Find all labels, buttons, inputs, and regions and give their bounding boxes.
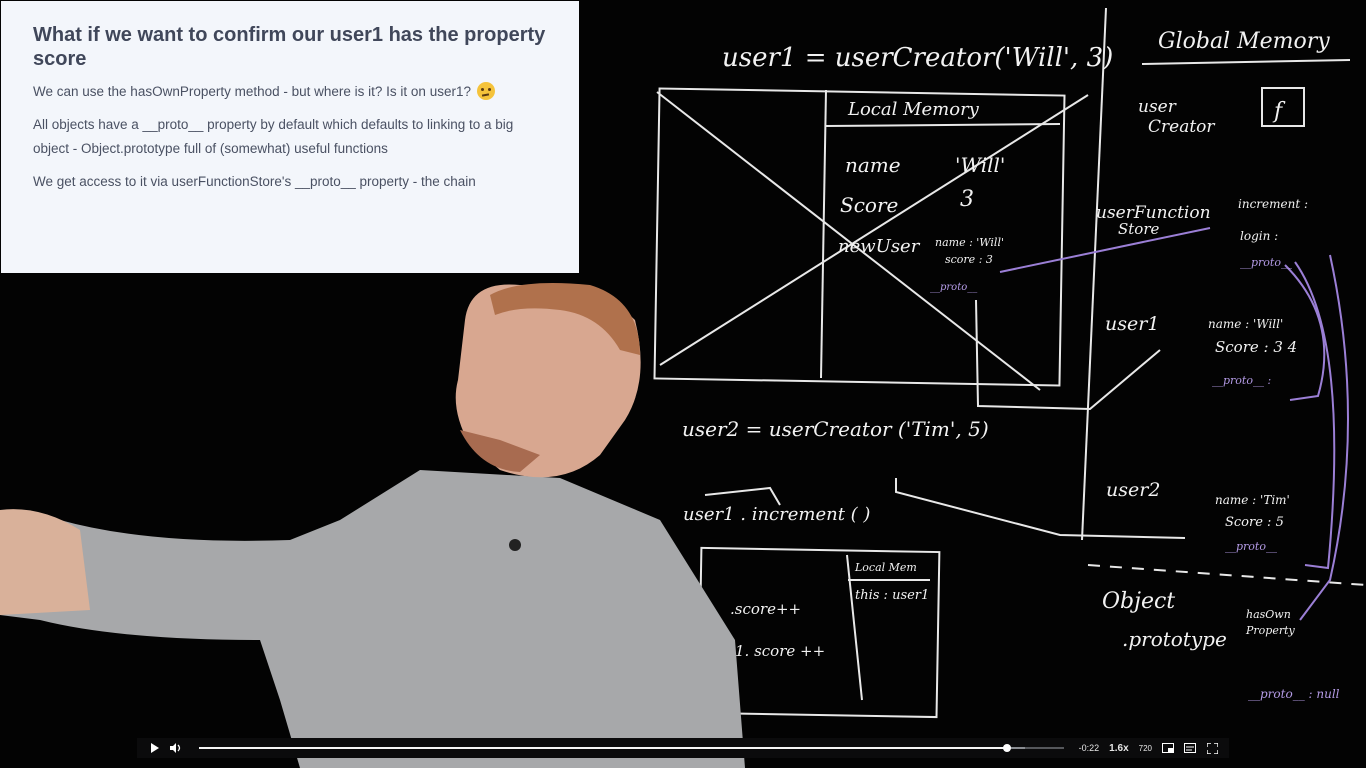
board-newuser-obj-2: score : 3 [945,253,993,266]
board-score-inc-1: .score++ [730,600,801,618]
time-remaining: -0:22 [1078,743,1100,753]
board-user2-name: name : 'Tim' [1215,493,1290,507]
board-user2-label: user2 [1106,479,1160,501]
board-call-line: user1 . increment ( ) [683,504,870,525]
board-user1-proto: __proto__ : [1212,374,1271,387]
board-score-value: 3 [960,187,974,212]
slide-panel: What if we want to confirm our user1 has… [1,1,579,273]
board-ufs-1: userFunction [1096,203,1211,223]
progress-played [199,747,1008,749]
picture-in-picture-button[interactable] [1157,738,1179,758]
board-object-proto-2: .prototype [1122,627,1227,651]
board-line-user2: user2 = userCreator ('Tim', 5) [682,417,989,441]
playback-speed-button[interactable]: 1.6x [1109,742,1129,754]
board-user1-label: user1 [1105,313,1159,335]
board-hasown-1: hasOwn [1246,608,1291,621]
board-score-label: Score [840,193,898,217]
board-newuser-label: newUser [838,236,921,257]
board-local-mem-small: Local Mem [854,561,917,574]
board-f-box-1: f [1272,99,1286,124]
slide-paragraph-1-text: We can use the hasOwnProperty method - b… [33,84,471,99]
board-line-user1: user1 = userCreator('Will', 3) [722,43,1113,73]
slide-title: What if we want to confirm our user1 has… [33,24,546,70]
video-control-bar: -0:22 1.6x 720 [137,738,1229,758]
progress-handle[interactable] [1003,744,1012,752]
slide-paragraph-3: We get access to it via userFunctionStor… [33,174,476,189]
board-usercreator-1: user [1138,97,1177,117]
play-button[interactable] [143,738,165,758]
board-newuser-obj-3: __proto__ [930,282,977,293]
board-usercreator-2: Creator [1148,117,1215,137]
board-ufs-2: Store [1118,220,1160,238]
board-ufs-proto: __proto__ [1240,256,1292,269]
board-this-line: this : user1 [855,588,929,603]
fullscreen-button[interactable] [1201,738,1223,758]
board-user1-name: name : 'Will' [1208,317,1283,331]
board-user2-proto: __proto__ [1225,540,1277,553]
thinking-face-icon [476,82,495,100]
board-user2-score: Score : 5 [1225,515,1284,530]
board-name-label: name [845,153,901,177]
picture-in-picture-icon [1162,743,1174,753]
board-object-proto-1: Object [1102,589,1175,614]
progress-bar[interactable] [199,744,1064,752]
board-newuser-obj-1: name : 'Will' [935,236,1004,249]
volume-icon [170,743,181,753]
captions-icon [1184,743,1196,753]
board-hasown-2: Property [1245,624,1296,637]
board-name-value: 'Will' [955,153,1005,177]
board-global-memory: Global Memory [1158,29,1330,54]
board-ufs-login: login : [1240,229,1278,243]
board-local-memory: Local Memory [847,99,980,120]
slide-paragraph-1: We can use the hasOwnProperty method - b… [33,80,549,104]
captions-button[interactable] [1179,738,1201,758]
board-score-inc-2: 1. score ++ [735,642,825,660]
volume-button[interactable] [165,738,187,758]
board-user1-score: Score : 3 4 [1215,338,1297,356]
quality-button[interactable]: 720 [1138,743,1152,753]
fullscreen-icon [1206,742,1218,754]
board-proto-null: __proto__ : null [1248,687,1340,701]
board-ufs-increment: increment : [1238,197,1308,211]
play-icon [150,743,159,753]
slide-paragraph-2: All objects have a __proto__ property by… [33,117,514,156]
presenter [0,282,745,768]
